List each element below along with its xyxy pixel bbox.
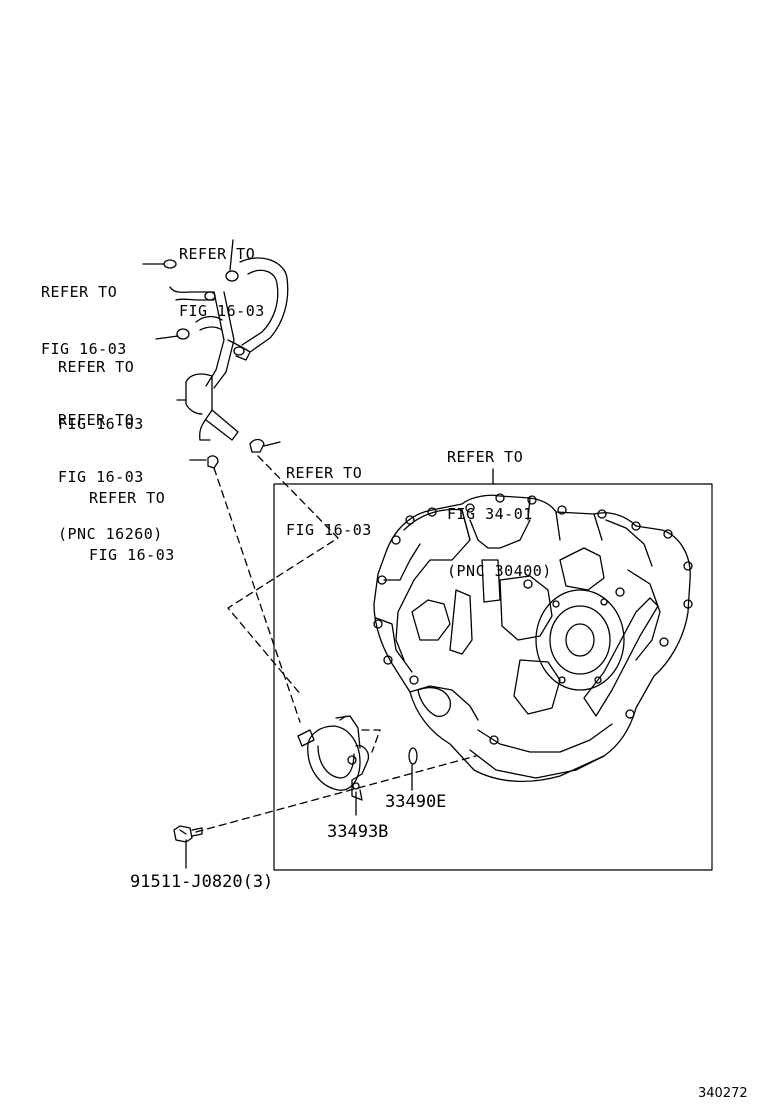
ref-label-top: REFER TO FIG 16-03 [179,245,265,320]
ref-label-hose: REFER TO FIG 16-03 (PNC 16260) [58,411,163,543]
hose-clips [207,438,265,469]
guide-lines [195,455,477,833]
gasket-part [408,747,418,765]
part-number-cooler[interactable]: 33493B [327,822,389,842]
part-number-bolt[interactable]: 91511-J0820(3) [130,872,274,892]
ref-label-right-clip: REFER TO FIG 16-03 [286,464,372,539]
bolt-part [173,825,203,843]
ref-label-left-upper: REFER TO FIG 16-03 [41,283,127,358]
transaxle-assembly [373,493,693,783]
figure-code: 340272 [698,1086,748,1101]
oil-cooler-part [297,715,370,801]
ref-label-left-mid: REFER TO FIG 16-03 [58,358,144,433]
oil-cooler-hose-assembly [163,257,289,441]
ref-label-left-lower: REFER TO FIG 16-03 [89,489,175,564]
part-number-gasket[interactable]: 33490E [385,792,447,812]
ref-label-transaxle: REFER TO FIG 34-01 (PNC 30400) [447,448,552,580]
